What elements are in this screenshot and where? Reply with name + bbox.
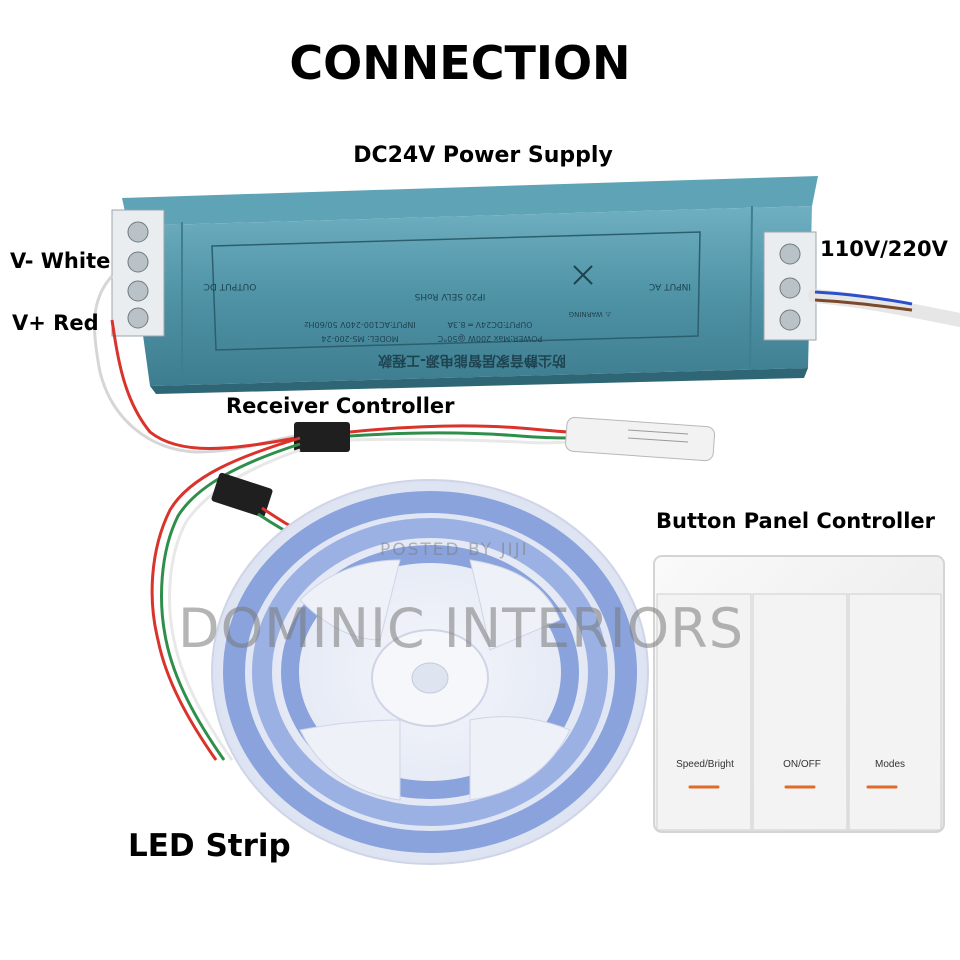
- psu-bottom-flange: [150, 368, 808, 394]
- button-speed-bright[interactable]: [656, 593, 752, 831]
- v-minus-label: V- White: [10, 249, 111, 273]
- v-plus-label: V+ Red: [12, 311, 99, 335]
- input-terminal-screw: [779, 309, 801, 331]
- reel-window: [299, 559, 401, 641]
- reel-window: [469, 559, 561, 651]
- led-strip-label: LED Strip: [128, 828, 291, 864]
- strip-coil-mid: [252, 518, 608, 826]
- input-terminal-screw: [779, 243, 801, 265]
- ac-input-label: 110V/220V: [820, 237, 948, 261]
- psu-logo-icon: [573, 265, 593, 285]
- psu-warning-text: ⚠ WARNING: [569, 310, 612, 318]
- button-panel-label: Button Panel Controller: [656, 509, 936, 533]
- psu-header-text: 防尘静音家居智能电源-工程款: [377, 352, 566, 369]
- button-panel: [653, 555, 945, 833]
- psu-power-text: POWER:Max 200W @50°C: [437, 334, 542, 343]
- button-on-off[interactable]: [752, 593, 848, 831]
- reel-hub-center: [411, 662, 449, 694]
- button-speed-bright-label: Speed/Bright: [676, 759, 734, 770]
- psu-input-side-text: INPUT AC: [649, 281, 691, 291]
- button-modes[interactable]: [848, 593, 942, 831]
- power-supply: 防尘静音家居智能电源-工程款 MODEL: MS-200-24 POWER:Ma…: [111, 176, 818, 394]
- psu-rib-right: [749, 205, 753, 369]
- reel-window: [469, 716, 571, 801]
- receiver-controller-label: Receiver Controller: [226, 394, 455, 418]
- psu-cert-text: IP20 SELV RoHS: [414, 291, 485, 301]
- output-wires: [93, 274, 297, 454]
- page-title: CONNECTION: [289, 36, 631, 90]
- ac-input-cable: [808, 289, 960, 327]
- output-terminal-screw: [127, 251, 149, 273]
- wire-red: [110, 319, 297, 450]
- psu-label-plate: [211, 231, 701, 351]
- receiver-assembly: [150, 416, 716, 761]
- reel-window: [299, 719, 401, 801]
- output-terminal-screw: [127, 280, 149, 302]
- button-modes-label: Modes: [874, 759, 905, 770]
- input-terminal-screw: [779, 277, 801, 299]
- output-terminal-screw: [127, 221, 149, 243]
- jst-connector: [294, 422, 350, 452]
- strip-coil-inner: [281, 545, 579, 799]
- psu-input-text: INPUT:AC100-240V 50/60Hz: [304, 320, 415, 329]
- psu-output-side-text: OUTPUT DC: [204, 281, 257, 291]
- psu-front-face: [128, 206, 812, 386]
- watermark-small: POSTED BY JIJI: [380, 540, 529, 560]
- led-strip-reel: [211, 479, 649, 865]
- psu-printed-text: 防尘静音家居智能电源-工程款 MODEL: MS-200-24 POWER:Ma…: [204, 281, 691, 369]
- output-terminal-screw: [127, 307, 149, 329]
- psu-top-face: [122, 176, 818, 226]
- psu-output-text: OUPUT:DC24V ═ 8.3A: [447, 320, 533, 329]
- button-on-off-label: ON/OFF: [783, 759, 821, 770]
- jst-connector: [211, 472, 273, 518]
- psu-model-text: MODEL: MS-200-24: [321, 334, 398, 343]
- watermark-main: DOMINIC INTERIORS: [178, 597, 744, 660]
- strip-coil-outer: [223, 491, 637, 853]
- power-supply-label: DC24V Power Supply: [353, 143, 613, 168]
